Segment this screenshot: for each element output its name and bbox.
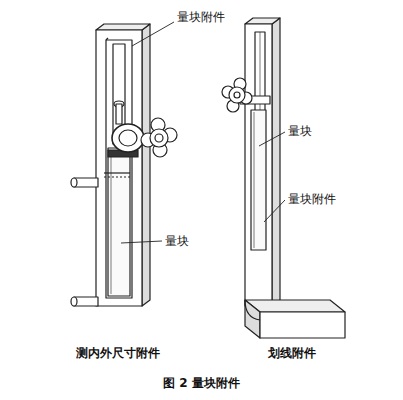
drawing-stroke <box>155 134 163 142</box>
drawing-stroke <box>116 104 122 124</box>
drawing-stroke <box>108 148 130 296</box>
clamp-knob <box>141 118 177 157</box>
leader-lines <box>121 22 285 243</box>
sub-caption: 测内外尺寸附件 <box>75 346 161 360</box>
drawing-stroke <box>119 130 137 146</box>
drawing-stroke <box>132 22 174 46</box>
part-label: 量块 <box>164 234 190 248</box>
drawing-stroke <box>251 110 266 250</box>
sub-caption: 划线附件 <box>267 346 317 360</box>
drawing-stroke <box>245 300 260 338</box>
drawing-stroke <box>121 241 162 243</box>
drawing-stroke <box>150 129 168 147</box>
drawing-stroke <box>106 40 132 298</box>
drawing-stroke <box>106 38 108 40</box>
drawing-stroke <box>254 112 255 248</box>
drawing-stroke <box>259 132 285 146</box>
drawing-stroke <box>245 24 272 306</box>
drawing-stroke <box>234 92 240 98</box>
part-label: 量块附件 <box>176 10 226 24</box>
inside-outside-attachment <box>71 24 177 306</box>
part-label: 量块附件 <box>287 192 337 206</box>
drawing-stroke <box>112 124 144 152</box>
clamp-knob <box>222 78 252 112</box>
drawing-stroke <box>104 176 130 177</box>
drawing-stroke <box>96 24 150 30</box>
part-label: 量块 <box>287 124 313 138</box>
drawing-stroke <box>260 312 345 338</box>
drawing-stroke <box>104 172 130 173</box>
drawing-stroke <box>245 300 260 320</box>
drawing-stroke <box>264 200 285 222</box>
drawing-stroke <box>272 18 280 306</box>
drawing-stroke <box>229 87 245 103</box>
drawing-stroke <box>71 178 77 187</box>
drawing-stroke <box>96 30 142 306</box>
drawing-stroke <box>245 300 345 312</box>
drawing-stroke <box>142 24 150 306</box>
drawing-stroke <box>245 18 280 24</box>
drawing-stroke <box>71 297 77 306</box>
drawing-stroke <box>111 150 112 294</box>
scribing-attachment <box>222 18 345 338</box>
figure-caption: 图 2 量块附件 <box>162 376 241 390</box>
measuring-jaws <box>71 173 130 306</box>
